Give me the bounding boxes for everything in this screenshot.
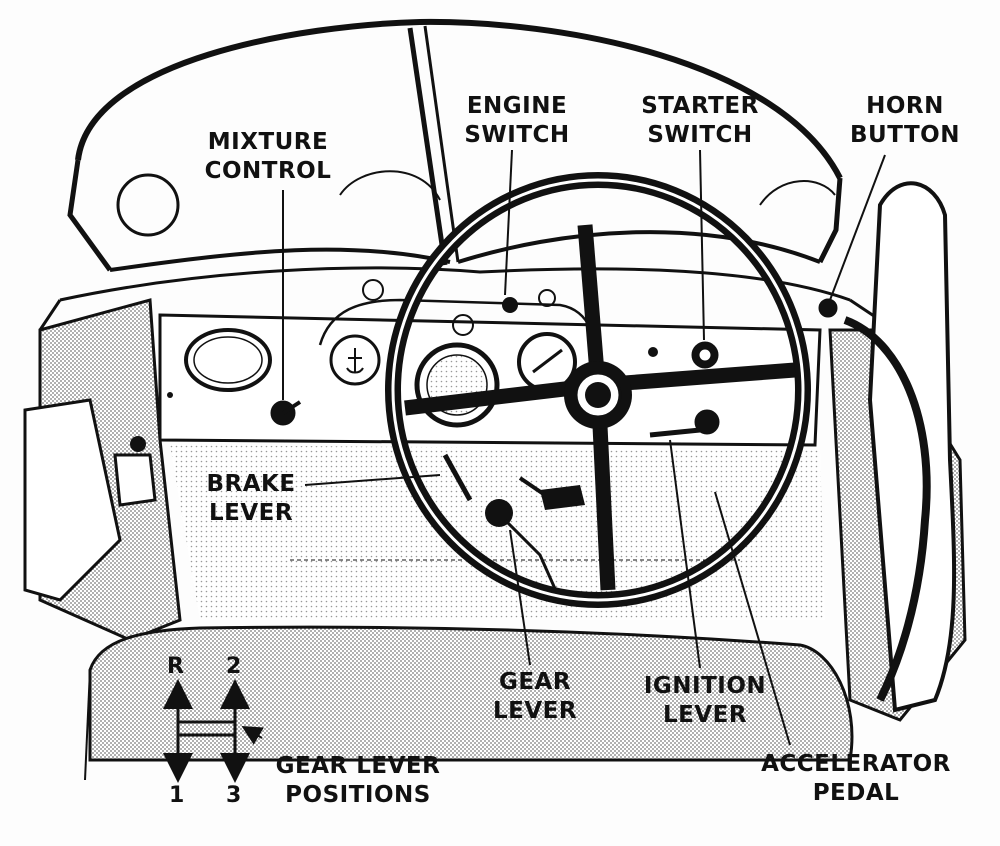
gear-position-first: 1 — [169, 783, 185, 808]
label-gear-lever-line1: GEAR — [498, 669, 572, 695]
label-engine-switch-line2: SWITCH — [464, 122, 570, 148]
label-ignition-lever-line2: LEVER — [662, 702, 748, 728]
label-brake-lever: BRAKE LEVER — [196, 470, 306, 528]
label-gear-lever: GEAR LEVER — [480, 668, 590, 726]
label-mixture-control-line2: CONTROL — [204, 158, 332, 184]
windscreen-frame — [67, 18, 843, 272]
floor-area — [170, 445, 825, 620]
label-starter-switch-line1: STARTER — [641, 93, 759, 119]
label-engine-switch: ENGINE SWITCH — [452, 92, 582, 150]
left-door — [23, 298, 182, 642]
label-horn-button-line1: HORN — [866, 93, 944, 119]
label-horn-button-line2: BUTTON — [850, 122, 960, 148]
gear-shift-diagram — [163, 679, 250, 783]
label-horn-button: HORN BUTTON — [835, 92, 975, 150]
label-gear-lever-positions-line2: POSITIONS — [285, 782, 431, 808]
label-starter-switch: STARTER SWITCH — [620, 92, 780, 150]
label-accelerator-pedal-line1: ACCELERATOR — [761, 751, 951, 777]
seat-cushion — [84, 625, 854, 781]
label-ignition-lever: IGNITION LEVER — [630, 672, 780, 730]
label-brake-lever-line2: LEVER — [208, 500, 294, 526]
steering-wheel — [385, 172, 811, 608]
label-ignition-lever-line1: IGNITION — [643, 673, 767, 699]
label-gear-lever-line2: LEVER — [492, 698, 578, 724]
gear-position-second: 2 — [226, 654, 242, 679]
label-engine-switch-line1: ENGINE — [466, 93, 568, 119]
label-accelerator-pedal-line2: PEDAL — [812, 780, 900, 806]
leader-lines — [241, 149, 886, 746]
gear-position-reverse: R — [167, 654, 184, 679]
gear-position-third: 3 — [226, 783, 242, 808]
label-accelerator-pedal: ACCELERATOR PEDAL — [740, 750, 972, 808]
dash-panel — [158, 279, 822, 447]
label-starter-switch-line2: SWITCH — [647, 122, 753, 148]
right-side-trim — [828, 181, 967, 722]
label-gear-lever-positions: GEAR LEVER POSITIONS — [258, 752, 458, 810]
label-mixture-control-line1: MIXTURE — [207, 129, 329, 155]
label-brake-lever-line1: BRAKE — [206, 471, 296, 497]
label-mixture-control: MIXTURE CONTROL — [188, 128, 348, 186]
label-gear-lever-positions-line1: GEAR LEVER — [275, 753, 441, 779]
